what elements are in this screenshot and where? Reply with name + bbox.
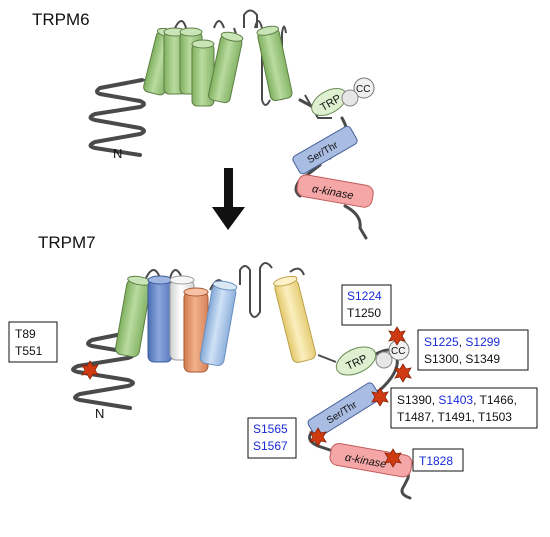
- svg-text:T89: T89: [15, 327, 36, 341]
- trpm7-helix-green: [115, 275, 152, 358]
- trpm7-ser-thr-domain: Ser/Thr: [307, 382, 381, 438]
- trpm6-helices: [143, 25, 293, 107]
- transition-arrow: [212, 168, 245, 230]
- trpm7-trp-domain: TRP: [335, 346, 377, 376]
- trpm6-trp-domain: TRP: [311, 88, 347, 116]
- trpm7-coil-bead: [375, 351, 393, 369]
- site-box-t1828: T1828: [412, 448, 464, 472]
- site-box-s1224-t1250: S1224 T1250: [341, 284, 392, 326]
- trpm7-n-terminal-loop: [71, 330, 135, 410]
- site-box-t89-t551: T89 T551: [8, 321, 58, 363]
- svg-text:CC: CC: [356, 84, 370, 95]
- site-box-s1225-s1349: S1225, S1299 S1300, S1349: [417, 329, 529, 371]
- trpm6-ser-thr-domain: Ser/Thr: [292, 125, 358, 175]
- trpm6-coil-bead: [341, 89, 359, 107]
- trpm6-cc-domain: CC: [353, 77, 375, 99]
- svg-text:S1225, S1299: S1225, S1299: [424, 335, 500, 349]
- trpm7-n-terminus-label: N: [95, 406, 104, 421]
- trpm6-helix-6: [256, 25, 293, 102]
- trpm6-helix-5: [208, 31, 244, 104]
- trpm6-loop-line: [243, 9, 258, 28]
- svg-text:T551: T551: [15, 344, 43, 358]
- trpm7-cc-domain: CC: [388, 339, 410, 361]
- phospho-stars: [81, 326, 412, 468]
- star-s1225: [394, 363, 412, 383]
- trpm7-helices: [115, 275, 317, 373]
- trpm6-n-terminus-label: N: [113, 146, 122, 161]
- trpm7-title: TRPM7: [38, 233, 96, 252]
- star-n-terminus: [81, 360, 99, 380]
- trpm7-helix-yellow: [273, 275, 317, 363]
- svg-text:S1390, S1403, T1466,: S1390, S1403, T1466,: [397, 393, 517, 407]
- svg-text:T1487, T1491, T1503: T1487, T1491, T1503: [397, 410, 512, 424]
- star-t1828: [384, 448, 402, 468]
- svg-text:CC: CC: [391, 346, 405, 357]
- svg-text:S1300, S1349: S1300, S1349: [424, 352, 500, 366]
- svg-text:T1250: T1250: [347, 306, 381, 320]
- site-box-s1565-s1567: S1565 S1567: [247, 417, 297, 459]
- trpm6-title: TRPM6: [32, 10, 90, 29]
- trpm6-helix-4: [191, 39, 215, 107]
- star-s1565: [309, 427, 327, 447]
- svg-text:S1565: S1565: [253, 422, 288, 436]
- svg-text:T1828: T1828: [419, 454, 453, 468]
- trpm7-helix-blue: [147, 275, 173, 363]
- trpm6-n-terminal-loop: [88, 78, 146, 157]
- trpm7-kinase-domain: α-kinase: [329, 442, 413, 478]
- star-s1224: [388, 326, 406, 346]
- site-box-s1390-t1503: S1390, S1403, T1466, T1487, T1491, T1503: [390, 387, 538, 429]
- star-s1390: [371, 387, 389, 407]
- svg-text:S1567: S1567: [253, 439, 288, 453]
- svg-text:S1224: S1224: [347, 289, 382, 303]
- trpm6-kinase-domain: α-kinase: [296, 174, 374, 208]
- trpm7-helix-lightblue: [199, 280, 238, 367]
